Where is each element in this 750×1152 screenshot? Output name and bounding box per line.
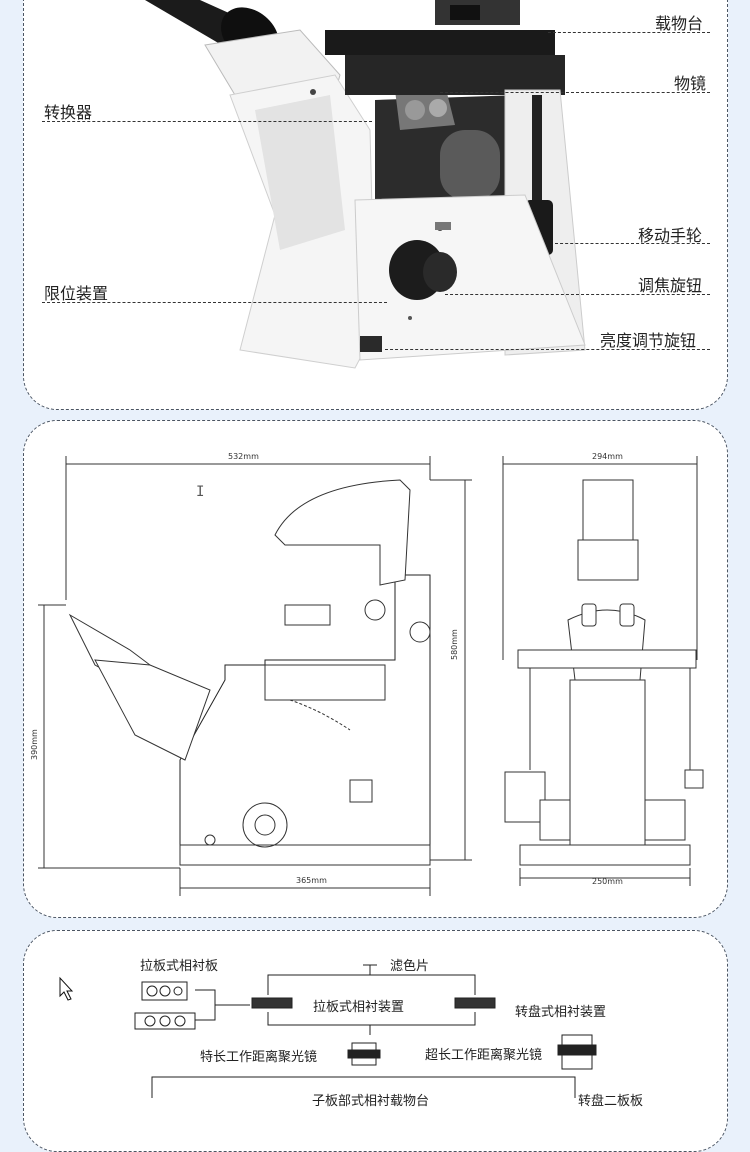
label-slider-device: 拉板式相衬装置 bbox=[313, 1000, 405, 1015]
dim-side-width: 532mm bbox=[228, 452, 259, 461]
label-turret-device: 转盘式相衬装置 bbox=[515, 1005, 607, 1020]
microscope-photo bbox=[145, 0, 586, 369]
focus-knob-leader bbox=[445, 294, 710, 295]
dim-front-width: 294mm bbox=[592, 452, 623, 461]
limit-device-leader bbox=[42, 302, 387, 303]
label-ultra-long-condenser: 超长工作距离聚光镜 bbox=[425, 1048, 543, 1063]
objective-leader bbox=[440, 92, 710, 93]
label-slider-plate: 拉板式相衬板 bbox=[140, 959, 219, 974]
callout-objective: 物镜 bbox=[674, 74, 707, 93]
dim-front-base-width: 250mm bbox=[592, 877, 623, 886]
nosepiece-leader bbox=[42, 121, 372, 122]
callout-brightness-knob: 亮度调节旋钮 bbox=[600, 331, 697, 350]
label-filter: 滤色片 bbox=[390, 959, 430, 974]
callout-stage-knob: 移动手轮 bbox=[638, 226, 703, 245]
text-cursor-icon: I bbox=[196, 484, 205, 500]
callout-focus-knob: 调焦旋钮 bbox=[638, 276, 703, 295]
stage-leader bbox=[548, 32, 710, 33]
callout-limit-device: 限位装置 bbox=[44, 284, 109, 303]
accessory-diagram bbox=[59, 964, 597, 1098]
label-bottom-left-partial: 子板部式相衬载物台 bbox=[312, 1094, 430, 1109]
stage-knob-leader bbox=[555, 243, 710, 244]
callout-stage: 载物台 bbox=[655, 14, 704, 33]
callout-nosepiece: 转换器 bbox=[44, 103, 93, 122]
dimension-drawings bbox=[38, 456, 704, 896]
label-long-condenser: 特长工作距离聚光镜 bbox=[200, 1050, 318, 1065]
brightness-knob-leader bbox=[385, 349, 710, 350]
dim-side-base-width: 365mm bbox=[296, 876, 327, 885]
label-bottom-right-partial: 转盘二板板 bbox=[578, 1094, 644, 1109]
